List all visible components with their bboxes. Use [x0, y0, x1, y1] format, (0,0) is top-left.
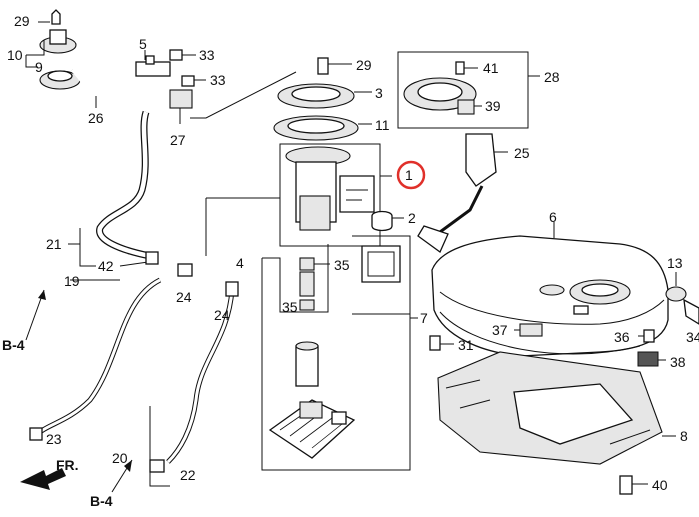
callout-1: 1: [405, 167, 413, 183]
callout-33-lower: 33: [210, 72, 226, 88]
vent-hose: [68, 110, 159, 267]
callout-24-upper: 24: [176, 289, 192, 305]
callout-4: 4: [236, 255, 244, 271]
callout-35-upper: 35: [334, 257, 350, 273]
reference-arrows: [20, 289, 133, 493]
callout-27: 27: [170, 132, 186, 148]
callout-2: 2: [408, 210, 416, 226]
ref-b4-top: B-4: [2, 337, 25, 353]
callout-11: 11: [375, 117, 390, 133]
fuel-pump-module: [279, 143, 392, 247]
callout-26: 26: [88, 110, 104, 126]
pump-rings: [190, 57, 372, 141]
callout-3: 3: [375, 85, 383, 101]
callout-23: 23: [46, 431, 62, 447]
sender-unit: [397, 51, 540, 253]
callout-21: 21: [46, 236, 62, 252]
ref-b4-bottom: B-4: [90, 493, 113, 509]
callout-20: 20: [112, 450, 128, 466]
callout-38: 38: [670, 354, 686, 370]
callout-29-center: 29: [356, 57, 372, 73]
joint-and-bolts: [135, 49, 206, 124]
filler-cap-assembly: [25, 9, 81, 90]
callout-22: 22: [180, 467, 196, 483]
filter-set: [262, 244, 330, 313]
callout-28: 28: [544, 69, 560, 85]
fuel-pipes: [29, 263, 239, 487]
callout-41: 41: [483, 60, 499, 76]
pump-motor-strainer: [268, 341, 356, 459]
callout-10: 10: [7, 47, 23, 63]
callout-31: 31: [458, 337, 474, 353]
highlight-circle-part-1: [396, 160, 426, 190]
callout-36: 36: [614, 329, 630, 345]
callout-13: 13: [667, 255, 683, 271]
front-direction-label: FR.: [56, 457, 79, 473]
callout-37: 37: [492, 322, 508, 338]
callout-35-lower: 35: [282, 299, 298, 315]
callout-5: 5: [139, 36, 147, 52]
callout-7: 7: [420, 310, 428, 326]
tank-guard: [437, 351, 676, 465]
callout-42: 42: [98, 258, 114, 274]
callout-6: 6: [549, 209, 557, 225]
callout-8: 8: [680, 428, 688, 444]
callout-19: 19: [64, 273, 80, 289]
callout-9: 9: [35, 59, 43, 75]
callout-39: 39: [485, 98, 501, 114]
pump-housing: [261, 235, 418, 471]
breather-hose: [70, 68, 137, 108]
callout-24-lower: 24: [214, 307, 230, 323]
clamp-and-hose: [665, 272, 699, 325]
callout-40: 40: [652, 477, 668, 493]
bolt-40: [619, 475, 648, 495]
fasteners: [429, 323, 666, 367]
callout-34: 34: [686, 329, 699, 345]
callout-33-upper: 33: [199, 47, 215, 63]
callout-25: 25: [514, 145, 530, 161]
callout-29-top-left: 29: [14, 13, 30, 29]
fuel-tank: [431, 222, 669, 357]
gasket: [371, 210, 404, 232]
